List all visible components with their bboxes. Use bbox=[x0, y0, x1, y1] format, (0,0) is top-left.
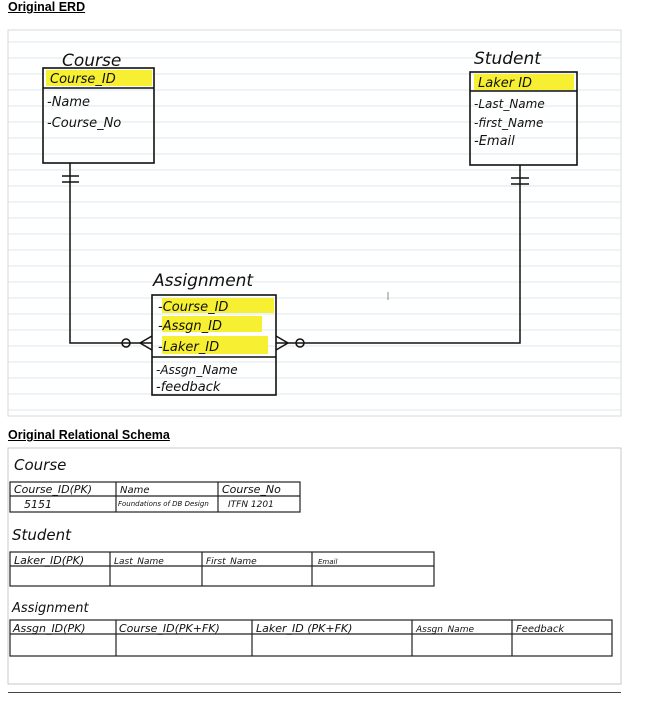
schema-course-title: Course bbox=[14, 456, 66, 474]
assignment-entity[interactable]: Assignment -Course_ID -Assgn_ID -Laker_I… bbox=[151, 271, 277, 396]
grid-frame bbox=[7, 29, 622, 417]
assignment-key-laker-id: -Laker_ID bbox=[158, 340, 219, 355]
schema-student-table bbox=[9, 551, 435, 587]
bottom-rule bbox=[8, 692, 621, 693]
assignment-key-highlight-3 bbox=[162, 336, 268, 354]
schema-assignment-col-laker-id: Laker_ID (PK+FK) bbox=[256, 622, 352, 635]
relational-heading: Original Relational Schema bbox=[8, 428, 170, 442]
student-title: Student bbox=[474, 49, 542, 69]
student-attr-last-name: -Last_Name bbox=[474, 97, 545, 111]
schema-assignment-col-assgn-name: Assgn_Name bbox=[415, 625, 474, 635]
schema-assignment-title: Assignment bbox=[11, 601, 89, 616]
schema-assignment-col-course-id: Course_ID(PK+FK) bbox=[119, 622, 220, 635]
erd-heading: Original ERD bbox=[8, 0, 86, 14]
schema-course-val-no: ITFN 1201 bbox=[228, 500, 274, 510]
course-assignment-relationship bbox=[62, 163, 153, 351]
schema-student-col-last-name: Last_Name bbox=[114, 557, 164, 567]
schema-course-col-name: Name bbox=[120, 485, 150, 496]
schema-course-col-no: Course_No bbox=[222, 483, 281, 496]
course-title: Course bbox=[62, 51, 121, 71]
schema-course-table bbox=[9, 481, 301, 513]
assignment-key-assgn-id: -Assgn_ID bbox=[158, 319, 222, 334]
assignment-attr-name: -Assgn_Name bbox=[156, 363, 238, 377]
schema-student-col-laker-id: Laker_ID(PK) bbox=[14, 554, 84, 567]
assignment-box bbox=[151, 294, 277, 396]
course-key: Course_ID bbox=[50, 72, 116, 87]
course-box bbox=[42, 67, 155, 164]
assignment-key-course-id: -Course_ID bbox=[158, 300, 228, 315]
schema-course-val-id: 5151 bbox=[24, 498, 52, 511]
assignment-key-highlight-2 bbox=[162, 316, 262, 332]
course-entity[interactable]: Course Course_ID -Name -Course_No bbox=[42, 51, 155, 164]
relational-schema: Course Course_ID(PK) Name Course_No 5151… bbox=[7, 447, 622, 685]
student-entity[interactable]: Student Laker ID -Last_Name -first_Name … bbox=[469, 49, 578, 166]
student-box bbox=[469, 71, 578, 166]
schema-frame bbox=[7, 447, 622, 685]
schema-assignment-table bbox=[9, 619, 613, 657]
schema-course-val-name: Foundations of DB Design bbox=[118, 500, 209, 508]
schema-assignment-col-assgn-id: Assgn_ID(PK) bbox=[12, 622, 86, 635]
schema-student-col-first-name: First_Name bbox=[206, 557, 257, 567]
schema-assignment-col-feedback: Feedback bbox=[516, 624, 565, 635]
student-key: Laker ID bbox=[478, 76, 532, 91]
course-attr-name: -Name bbox=[47, 95, 90, 110]
assignment-title: Assignment bbox=[152, 271, 254, 291]
course-key-highlight bbox=[46, 70, 152, 86]
student-attr-email: -Email bbox=[474, 134, 515, 149]
student-attr-first-name: -first_Name bbox=[474, 116, 543, 130]
erd-diagram: Course Course_ID -Name -Course_No Studen… bbox=[7, 29, 622, 417]
course-attr-course-no: -Course_No bbox=[47, 116, 121, 131]
student-key-highlight bbox=[474, 74, 574, 90]
schema-course-col-id: Course_ID(PK) bbox=[14, 483, 92, 496]
assignment-attr-feedback: -feedback bbox=[156, 380, 221, 395]
schema-student-title: Student bbox=[12, 526, 72, 544]
student-assignment-relationship bbox=[275, 165, 529, 351]
schema-student-col-email: Email bbox=[318, 558, 337, 566]
assignment-key-highlight-1 bbox=[162, 298, 274, 313]
